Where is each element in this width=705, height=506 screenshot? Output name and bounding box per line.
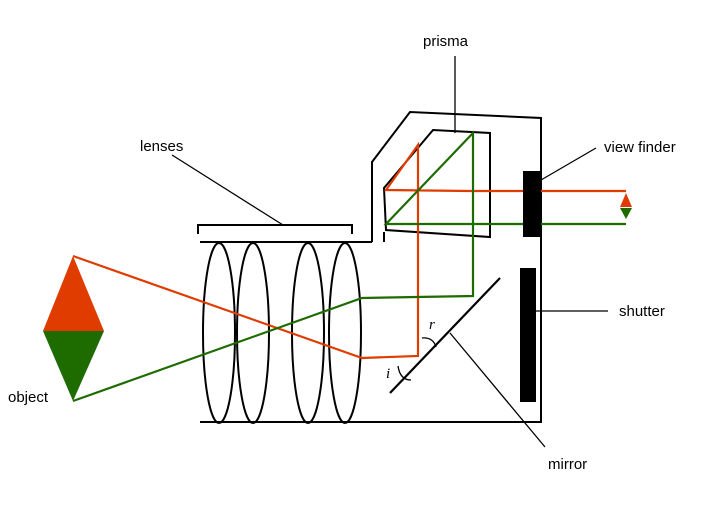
angle-i-label: i [386,366,390,382]
angle-r-label: r [429,317,435,333]
shutter-block [520,268,536,402]
object-top [43,256,104,331]
lenses-label: lenses [140,138,183,155]
view-finder-block [523,171,541,237]
shutter-label: shutter [619,303,665,320]
lens-1 [202,242,236,424]
viewfinder-image-top [620,193,632,207]
mirror-pointer [449,332,546,448]
angle-arc-r [421,337,437,348]
mirror-label: mirror [548,456,587,473]
lens-group [202,242,362,424]
lenses-bracket [197,224,353,234]
green-ray [72,130,626,403]
red-ray [72,141,626,360]
mirror [389,277,501,394]
lenses-pointer [171,154,284,226]
view-finder-pointer [540,147,597,181]
view-finder-label: view finder [604,139,676,156]
viewfinder-image-bottom [620,208,632,219]
prisma-label: prisma [423,33,469,50]
lens-3 [291,242,325,424]
lens-2 [236,242,270,424]
angle-arc-i [397,365,412,381]
camera-body [200,110,542,423]
lens-4 [328,242,362,424]
object-bottom [43,331,104,401]
object-label: object [8,389,49,406]
